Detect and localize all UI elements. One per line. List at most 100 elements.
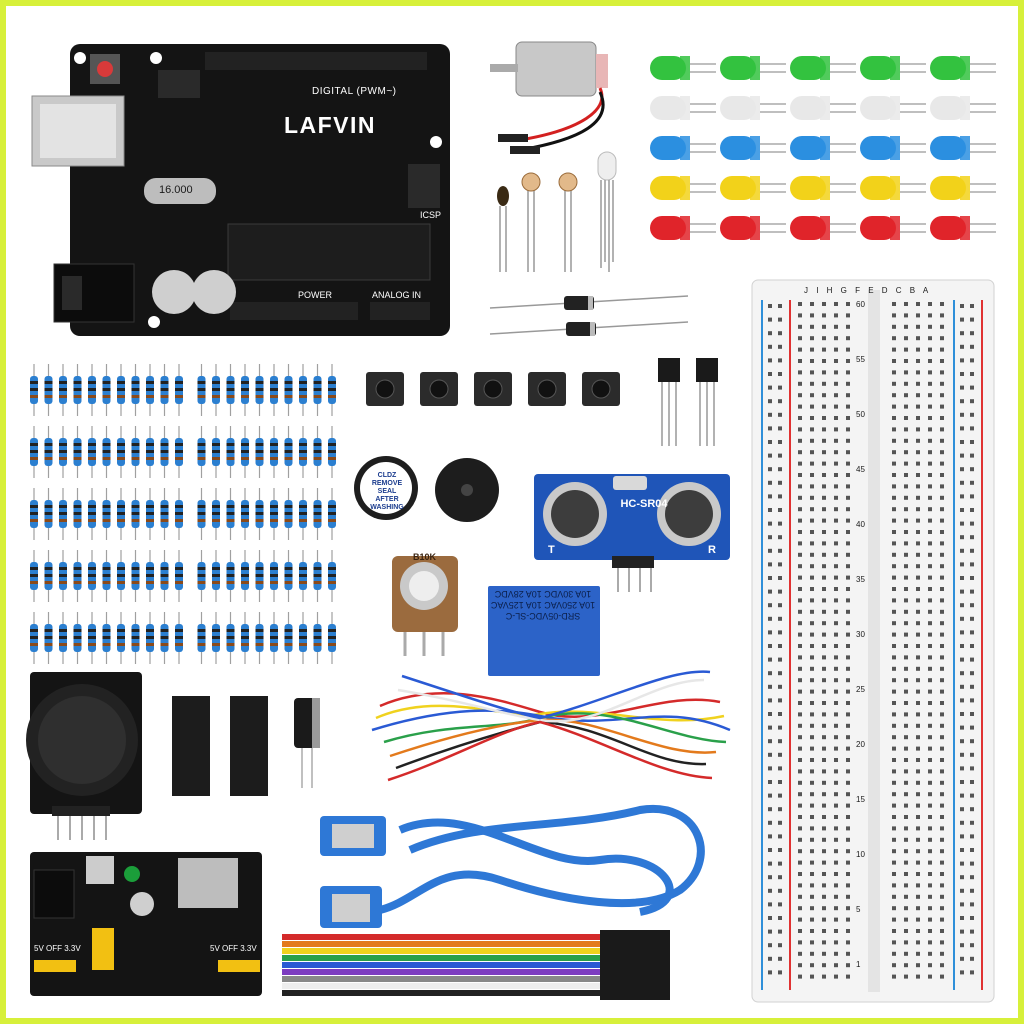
led bbox=[860, 56, 926, 80]
dc-motor bbox=[490, 41, 608, 154]
active-buzzer bbox=[354, 456, 418, 520]
resistor bbox=[44, 612, 53, 664]
led bbox=[650, 216, 716, 240]
resistor bbox=[175, 488, 183, 540]
resistor bbox=[102, 426, 111, 478]
resistor-grid bbox=[30, 364, 336, 664]
resistor bbox=[44, 364, 53, 416]
led bbox=[720, 56, 786, 80]
board-brand: LAFVIN bbox=[283, 112, 377, 138]
resistor bbox=[160, 488, 169, 540]
resistor bbox=[131, 488, 140, 540]
pot-label: B10K bbox=[413, 552, 437, 562]
microcontroller-board bbox=[31, 44, 450, 336]
resistor bbox=[102, 364, 111, 416]
analog-label: ANALOG IN bbox=[372, 290, 422, 300]
resistor bbox=[241, 364, 249, 416]
resistor bbox=[241, 550, 249, 602]
led bbox=[790, 56, 856, 80]
led bbox=[790, 96, 856, 120]
electrolytic-capacitor bbox=[294, 698, 320, 788]
led bbox=[790, 176, 856, 200]
resistor bbox=[270, 612, 278, 664]
resistor bbox=[197, 550, 206, 602]
breadboard-number: 5 bbox=[856, 905, 861, 914]
push-buttons bbox=[366, 372, 620, 406]
resistor bbox=[313, 364, 322, 416]
resistor bbox=[226, 426, 235, 478]
resistor bbox=[88, 612, 96, 664]
led bbox=[650, 96, 716, 120]
joystick-module bbox=[26, 672, 142, 840]
resistor bbox=[175, 612, 183, 664]
breadboard-number: 60 bbox=[856, 300, 865, 309]
led bbox=[790, 216, 856, 240]
resistor bbox=[226, 612, 235, 664]
resistor bbox=[44, 488, 53, 540]
resistor bbox=[117, 426, 125, 478]
resistor bbox=[197, 612, 206, 664]
resistor bbox=[328, 550, 336, 602]
resistor bbox=[241, 426, 249, 478]
breadboard-number: 10 bbox=[856, 850, 865, 859]
resistor bbox=[212, 426, 220, 478]
resistor bbox=[59, 612, 67, 664]
resistor bbox=[197, 364, 206, 416]
resistor bbox=[146, 550, 154, 602]
resistor bbox=[270, 488, 278, 540]
resistor bbox=[73, 488, 82, 540]
resistor bbox=[175, 550, 183, 602]
led bbox=[860, 136, 926, 160]
led bbox=[650, 176, 716, 200]
sensor-pin-t: T bbox=[548, 544, 555, 556]
led-grid bbox=[650, 56, 996, 240]
led bbox=[860, 96, 926, 120]
resistor bbox=[160, 550, 169, 602]
resistor bbox=[30, 364, 38, 416]
passive-buzzer bbox=[435, 458, 499, 522]
breadboard-number: 1 bbox=[856, 960, 861, 969]
led bbox=[720, 96, 786, 120]
led bbox=[650, 56, 716, 80]
ribbon-cable bbox=[282, 930, 670, 1000]
buzzer-sticker: CLDZ REMOVE SEAL AFTER WASHING bbox=[370, 472, 404, 511]
resistor bbox=[313, 550, 322, 602]
resistor bbox=[59, 426, 67, 478]
led bbox=[720, 136, 786, 160]
resistor bbox=[117, 364, 125, 416]
resistor bbox=[299, 612, 307, 664]
resistor bbox=[284, 426, 293, 478]
psu-label-right: 5V OFF 3.3V bbox=[210, 944, 257, 953]
potentiometer bbox=[392, 556, 458, 656]
breadboard-number: 30 bbox=[856, 630, 865, 639]
resistor bbox=[160, 364, 169, 416]
sensor-pin-r: R bbox=[708, 544, 716, 556]
resistor bbox=[197, 426, 206, 478]
resistor bbox=[328, 488, 336, 540]
resistor bbox=[328, 426, 336, 478]
led bbox=[790, 136, 856, 160]
resistor bbox=[102, 488, 111, 540]
resistor bbox=[146, 488, 154, 540]
resistor bbox=[146, 612, 154, 664]
resistor bbox=[73, 612, 82, 664]
thermistor bbox=[497, 186, 509, 272]
power-supply-module bbox=[30, 852, 262, 996]
resistor bbox=[88, 488, 96, 540]
resistor bbox=[299, 364, 307, 416]
diodes bbox=[489, 295, 689, 336]
relay bbox=[488, 586, 600, 676]
resistor bbox=[255, 426, 264, 478]
led bbox=[930, 56, 996, 80]
led bbox=[860, 216, 926, 240]
resistor bbox=[30, 550, 38, 602]
breadboard-number: 35 bbox=[856, 575, 865, 584]
resistor bbox=[241, 488, 249, 540]
resistor bbox=[241, 612, 249, 664]
resistor bbox=[131, 426, 140, 478]
resistor bbox=[44, 550, 53, 602]
resistor bbox=[284, 612, 293, 664]
power-label: POWER bbox=[298, 290, 333, 300]
